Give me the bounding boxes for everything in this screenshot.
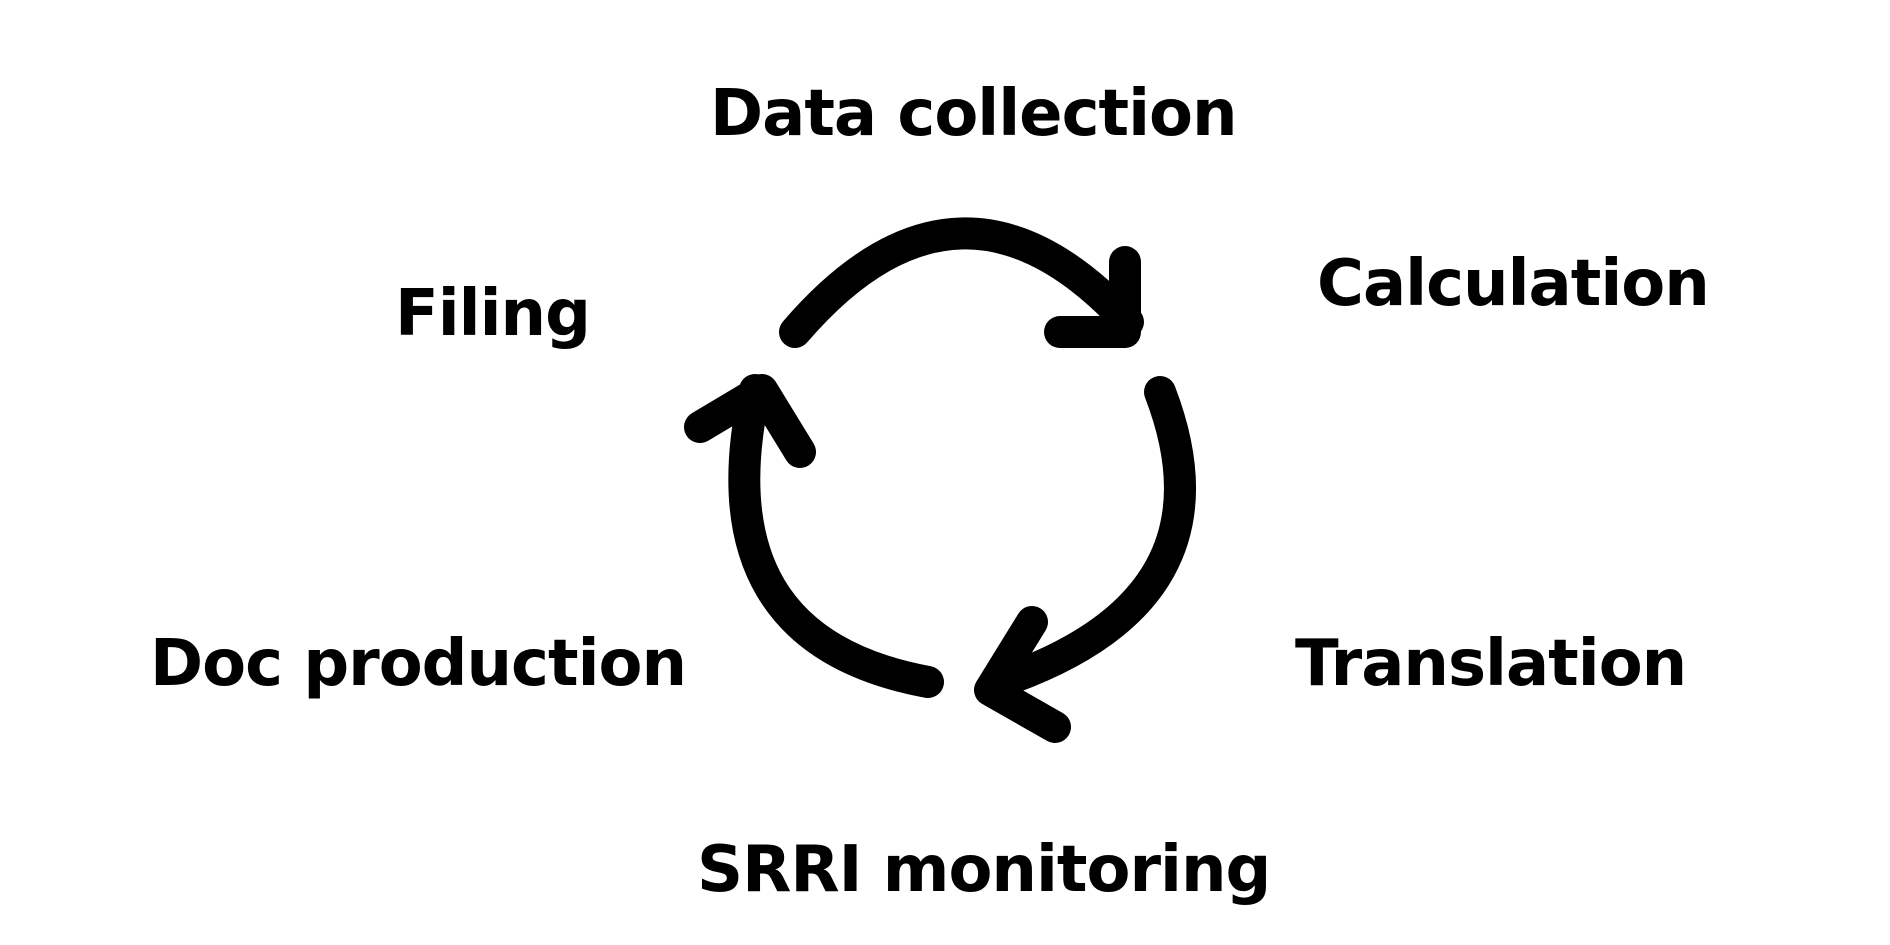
step-label-data-collection: Data collection bbox=[710, 77, 1238, 151]
cycle-arrow-right bbox=[974, 376, 1196, 743]
step-label-translation: Translation bbox=[1295, 627, 1687, 701]
step-label-srri-monitoring: SRRI monitoring bbox=[697, 833, 1271, 907]
step-label-calculation: Calculation bbox=[1317, 247, 1710, 321]
step-label-doc-production: Doc production bbox=[150, 627, 687, 701]
cycle-arrow-top bbox=[779, 217, 1144, 348]
cycle-arrow-left bbox=[684, 374, 944, 698]
step-label-filing: Filing bbox=[395, 277, 591, 351]
